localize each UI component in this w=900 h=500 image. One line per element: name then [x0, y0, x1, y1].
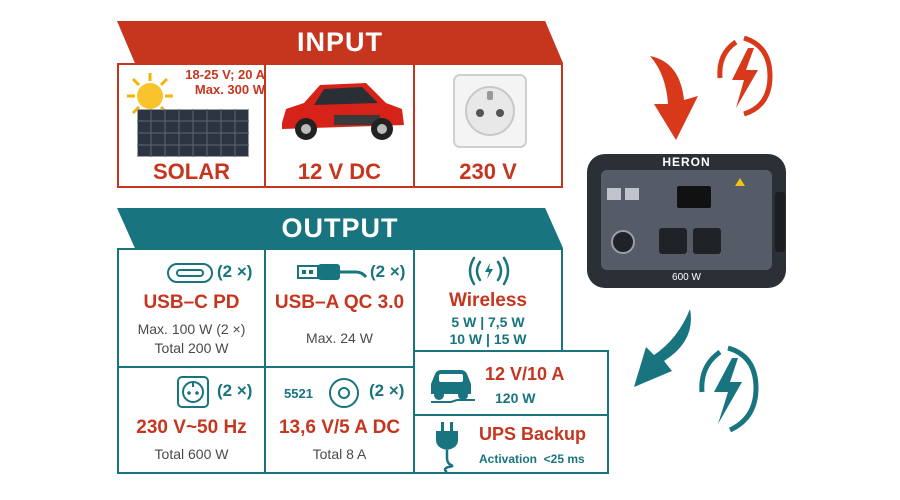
usba-name: USB–A QC 3.0 — [274, 292, 405, 313]
usb-c-port-icon — [167, 263, 213, 283]
input-grid-cell: 230 V — [413, 63, 563, 188]
usbc-max: Max. 100 W (2 ×) — [137, 321, 246, 337]
ac-name: 230 V~50 Hz — [136, 417, 247, 438]
wall-socket-image — [453, 74, 527, 148]
output-ups-cell: UPS Backup Activation <25 ms — [413, 414, 609, 474]
grid-label: 230 V — [459, 159, 517, 184]
wireless-name: Wireless — [449, 290, 527, 311]
output-title: OUTPUT — [117, 208, 563, 248]
dc-jack-code: 5521 — [284, 386, 313, 401]
dc-total: Total 8 A — [312, 446, 367, 462]
solar-panel-image — [137, 109, 249, 157]
output-car12-cell: 12 V/10 A 120 W — [413, 350, 609, 416]
car-outlet-icon — [431, 370, 475, 403]
solar-spec-line1: 18-25 V; 20 A — [185, 67, 265, 82]
lightning-teal-icon — [699, 345, 759, 433]
usbc-total: Total 200 W — [154, 340, 229, 356]
dc-jack-icon — [329, 378, 359, 408]
input-title: INPUT — [117, 21, 563, 63]
car-image — [282, 83, 404, 140]
plug-icon — [436, 422, 458, 472]
arrow-down-teal-icon — [634, 309, 691, 387]
solar-label: SOLAR — [153, 159, 230, 184]
usba-count: (2 ×) — [370, 262, 406, 281]
output-wireless-cell: Wireless 5 W | 7,5 W 10 W | 15 W — [413, 248, 563, 352]
usb-a-cable-icon — [297, 264, 368, 280]
power-station-image: HERON 600 W — [585, 152, 788, 290]
ac-total: Total 600 W — [154, 446, 229, 462]
ac-count: (2 ×) — [217, 381, 253, 400]
device-power-label: 600 W — [672, 272, 701, 283]
solar-spec-line2: Max. 300 W — [194, 82, 265, 97]
output-ac-cell: (2 ×) 230 V~50 Hz Total 600 W — [117, 366, 266, 474]
ac-socket-icon — [177, 376, 209, 408]
car12-power: 120 W — [495, 390, 536, 406]
lightning-red-icon — [717, 36, 773, 117]
car12-name: 12 V/10 A — [485, 364, 565, 384]
device-brand: HERON — [662, 155, 711, 169]
input-car-cell: 12 V DC — [264, 63, 415, 188]
dc-count: (2 ×) — [369, 381, 405, 400]
usbc-count: (2 ×) — [217, 262, 253, 281]
car-label: 12 V DC — [297, 159, 382, 184]
ups-name: UPS Backup — [479, 424, 587, 444]
wireless-power-line1: 5 W | 7,5 W — [451, 314, 525, 330]
output-usba-cell: (2 ×) USB–A QC 3.0 Max. 24 W — [264, 248, 415, 368]
input-solar-cell: 18-25 V; 20 A Max. 300 W SOLAR — [117, 63, 266, 188]
wireless-icon — [468, 256, 510, 286]
usbc-name: USB–C PD — [143, 292, 240, 313]
output-usbc-cell: (2 ×) USB–C PD Max. 100 W (2 ×) Total 20… — [117, 248, 266, 368]
wireless-power-line2: 10 W | 15 W — [449, 331, 527, 347]
arrow-down-red-icon — [650, 56, 698, 140]
output-dc-cell: 5521 (2 ×) 13,6 V/5 A DC Total 8 A — [264, 366, 415, 474]
dc-name: 13,6 V/5 A DC — [278, 417, 401, 438]
usba-max: Max. 24 W — [306, 330, 373, 346]
ups-activation: Activation <25 ms — [479, 452, 585, 466]
